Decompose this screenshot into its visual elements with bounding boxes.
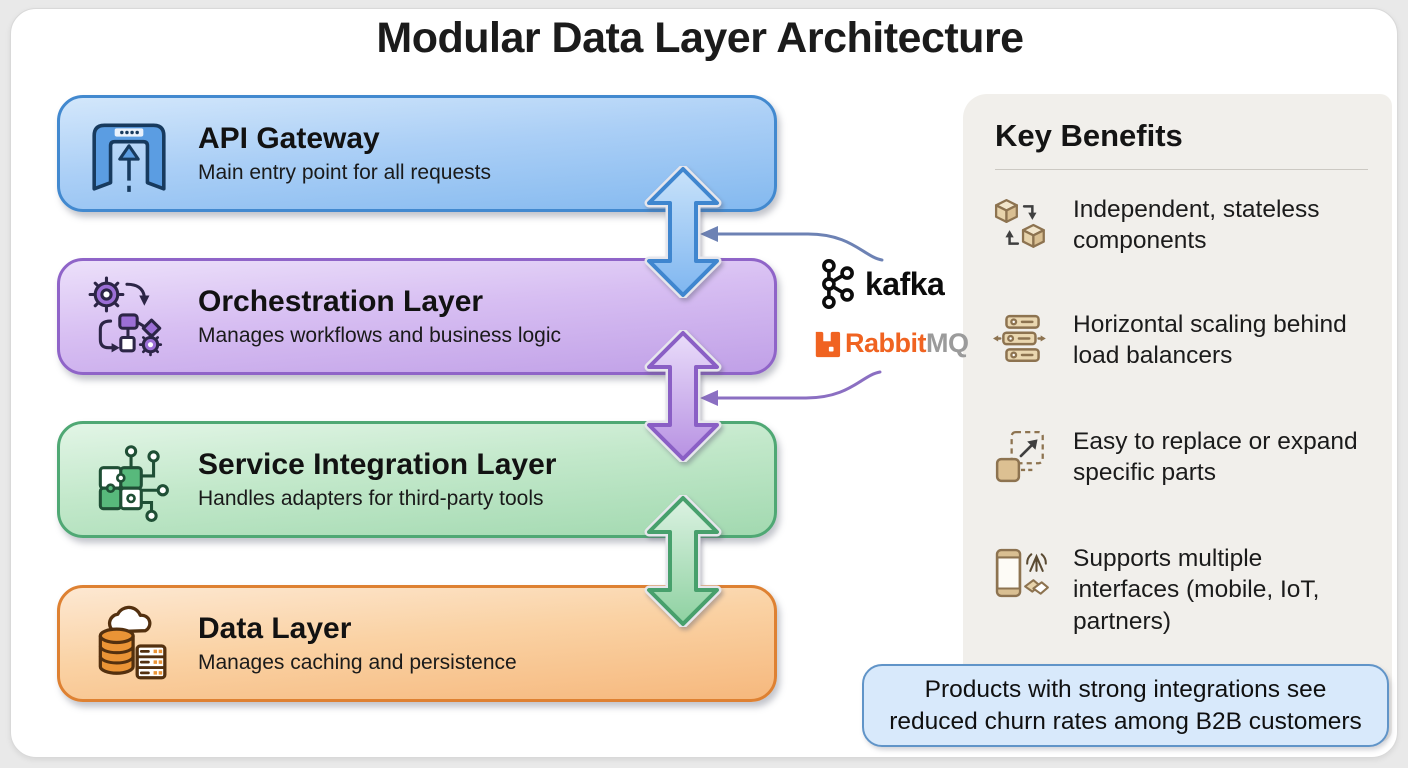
cubes-swap-icon: [994, 199, 1045, 248]
layer-text-block: Orchestration Layer Manages workflows an…: [198, 285, 561, 348]
benefit-item-stateless: Independent, stateless components: [963, 194, 1392, 257]
page-title: Modular Data Layer Architecture: [376, 14, 1024, 62]
layer-title: Service Integration Layer: [198, 448, 557, 481]
layer-data: Data Layer Manages caching and persisten…: [57, 585, 777, 702]
kafka-label: kafka: [865, 265, 945, 302]
layer-subtitle: Main entry point for all requests: [198, 161, 491, 184]
benefit-text: Horizontal scaling behind load balancers: [1073, 311, 1347, 370]
rabbitmq-label: RabbitMQ: [845, 328, 969, 358]
gateway-icon: [92, 123, 166, 192]
integration-icon: [98, 444, 169, 522]
queue-connector-arrows: [700, 226, 884, 406]
layer-subtitle: Handles adapters for third-party tools: [198, 487, 544, 510]
layer-subtitle: Manages caching and persistence: [198, 651, 517, 674]
key-benefits-panel: Key Benefits Independent, stateless co: [963, 94, 1392, 742]
benefit-item-replace: Easy to replace or expand specific parts: [963, 426, 1392, 489]
layer-subtitle: Manages workflows and business logic: [198, 324, 562, 347]
layer-text-block: Data Layer Manages caching and persisten…: [198, 612, 517, 675]
server-stack-icon: [993, 314, 1046, 362]
expand-icon: [995, 431, 1044, 483]
benefit-text: Easy to replace or expand specific parts: [1073, 428, 1358, 487]
interfaces-icon: [995, 548, 1049, 598]
panel-divider: [995, 169, 1368, 170]
database-icon: [98, 605, 167, 679]
layer-title: API Gateway: [198, 122, 380, 155]
double-arrow-purple-icon: [644, 330, 722, 462]
kafka-arrow-icon: [714, 232, 884, 262]
layer-text-block: API Gateway Main entry point for all req…: [198, 122, 491, 185]
rabbitmq-mark-icon: [815, 331, 841, 357]
panel-heading: Key Benefits: [995, 118, 1183, 153]
benefit-item-interfaces: Supports multiple interfaces (mobile, Io…: [963, 543, 1392, 637]
rabbitmq-arrow-icon: [714, 370, 882, 400]
layer-text-block: Service Integration Layer Handles adapte…: [198, 448, 556, 511]
benefit-item-scaling: Horizontal scaling behind load balancers: [963, 309, 1392, 372]
layer-title: Orchestration Layer: [198, 285, 484, 318]
layer-title: Data Layer: [198, 612, 352, 645]
kafka-logo: kafka: [818, 258, 945, 310]
double-arrow-green-icon: [644, 495, 722, 627]
callout-text: Products with strong integrations see re…: [889, 675, 1362, 735]
benefit-text: Supports multiple interfaces (mobile, Io…: [1073, 545, 1320, 635]
integration-callout: Products with strong integrations see re…: [862, 664, 1389, 747]
orchestration-icon: [88, 276, 163, 356]
layer-api-gateway: API Gateway Main entry point for all req…: [57, 95, 777, 212]
rabbitmq-logo: RabbitMQ: [813, 328, 969, 359]
double-arrow-blue-icon: [644, 166, 722, 298]
kafka-mark-icon: [822, 259, 854, 309]
benefit-text: Independent, stateless components: [1073, 196, 1320, 255]
